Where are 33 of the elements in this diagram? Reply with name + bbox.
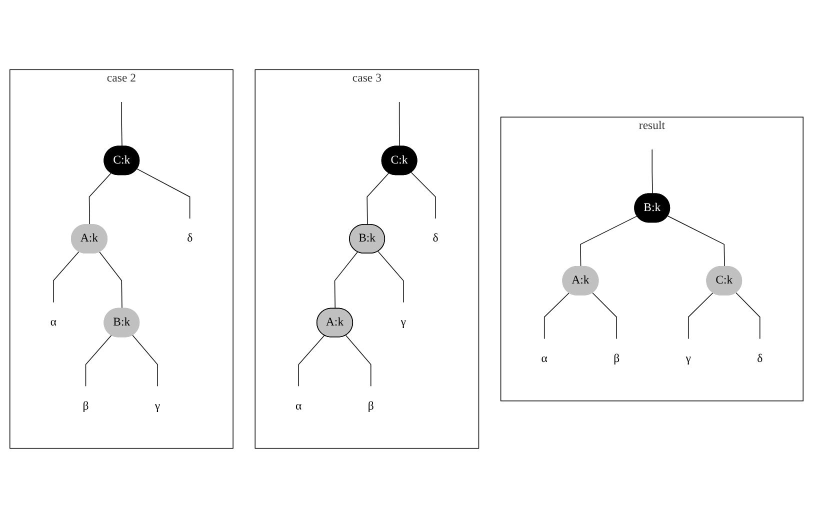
node-text: β	[368, 400, 374, 412]
node-text: δ	[757, 352, 763, 365]
connector	[366, 172, 390, 226]
connector	[345, 335, 372, 387]
connector	[592, 292, 617, 340]
node-text: δ	[187, 232, 193, 245]
connector	[544, 292, 570, 340]
connector	[53, 251, 80, 304]
node-text: δ	[432, 232, 438, 245]
node-text: α	[541, 352, 548, 365]
connector	[667, 216, 725, 268]
connector	[688, 292, 714, 340]
connector	[85, 334, 112, 387]
connector	[652, 149, 653, 194]
node-text: γ	[686, 352, 691, 365]
connector	[136, 168, 190, 220]
node-text: β	[82, 400, 89, 412]
node-text: γ	[400, 316, 406, 328]
connector	[121, 102, 122, 147]
connector	[378, 251, 404, 304]
connector	[132, 334, 158, 387]
connector	[334, 252, 358, 309]
connector	[88, 172, 112, 226]
connector	[99, 252, 122, 309]
connector	[410, 172, 436, 220]
connector	[298, 335, 325, 387]
connector	[580, 216, 638, 268]
node-text: α	[50, 316, 56, 328]
node-text: γ	[154, 400, 160, 412]
connector	[398, 102, 400, 147]
node-text: β	[614, 352, 620, 365]
node-text: α	[296, 400, 302, 412]
connector	[736, 292, 760, 340]
